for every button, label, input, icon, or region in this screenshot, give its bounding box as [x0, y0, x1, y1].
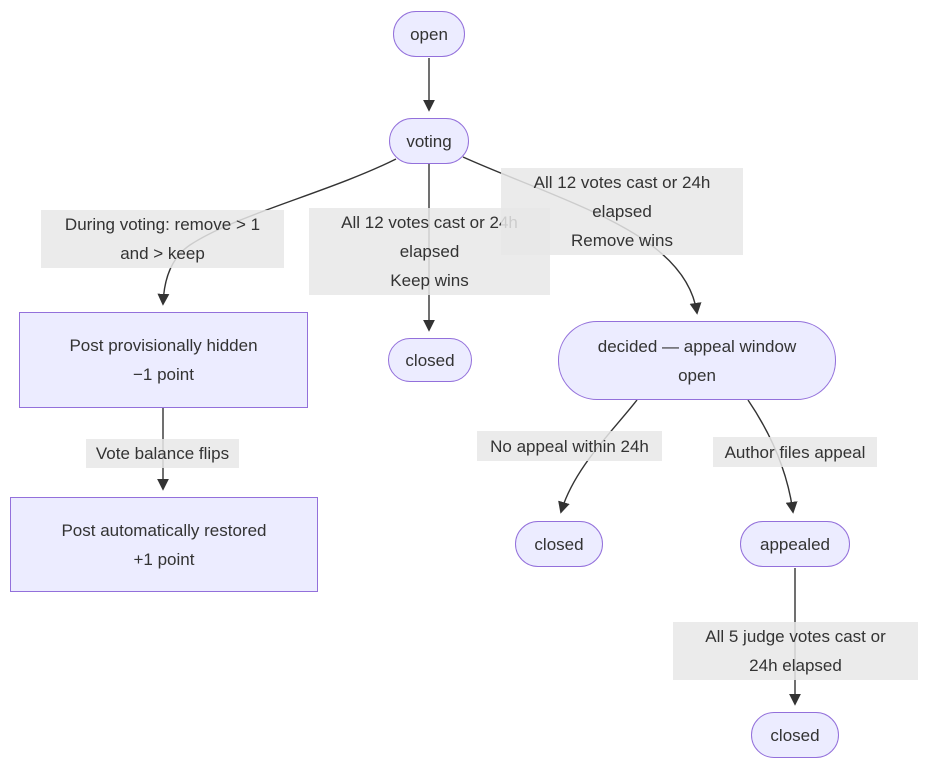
edge-voting-to-hidden: [157, 158, 397, 306]
edge-voting-to-decided: [462, 156, 702, 315]
edge-decided-to-closed-left: [558, 399, 638, 514]
edge-decided-to-appealed: [747, 399, 798, 514]
